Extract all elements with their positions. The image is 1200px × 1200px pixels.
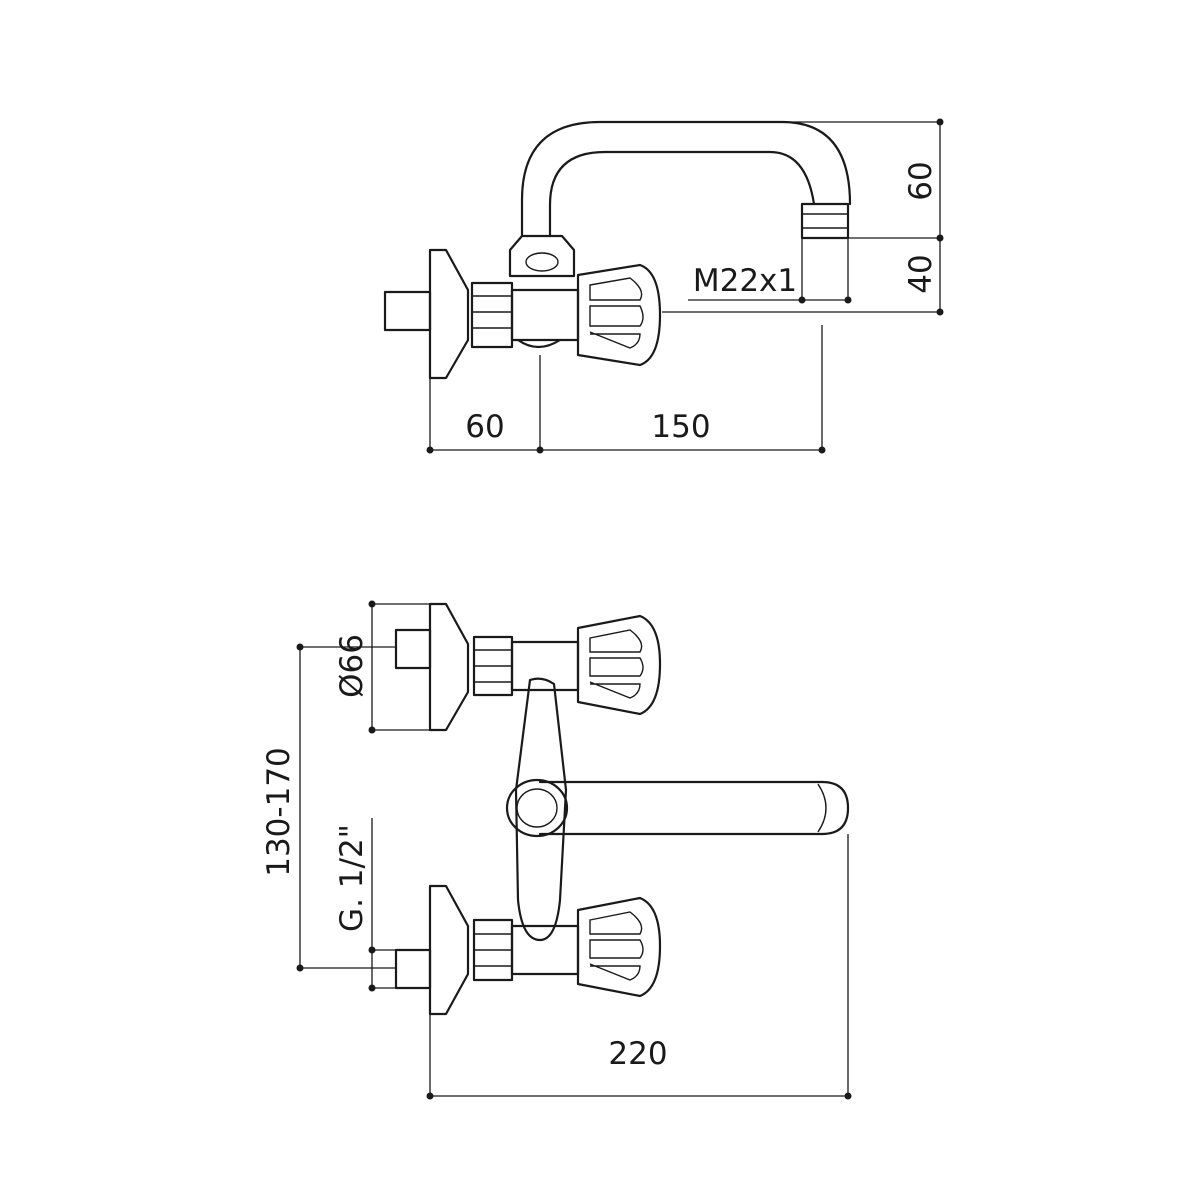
- thread-inlet-label: G. 1/2": [334, 824, 370, 932]
- dim-outlet-height: 40: [903, 254, 939, 293]
- upper-handle-knob: [576, 614, 662, 716]
- aerator-outlet: [800, 202, 850, 240]
- wall-inlet-pipe: [383, 290, 432, 332]
- lower-inlet-pipe: [394, 948, 432, 990]
- wall-rosette: [428, 248, 470, 380]
- spout-collar: [505, 778, 569, 838]
- upper-inlet-pipe: [394, 628, 432, 670]
- swan-neck-spout: [520, 120, 852, 238]
- dim-rosette-diameter: Ø66: [334, 634, 370, 698]
- handle-knob: [576, 263, 662, 367]
- dim-wall-to-body: 60: [465, 409, 504, 445]
- dim-body-to-spout: 150: [651, 409, 710, 445]
- dim-total-width: 220: [608, 1036, 667, 1072]
- lower-handle-knob: [576, 896, 662, 998]
- side-view: 60 150 60 40 M22x1: [383, 118, 944, 454]
- spout-nut: [508, 234, 576, 278]
- lower-rosette: [428, 884, 470, 1016]
- vertical-body: [514, 677, 568, 942]
- valve-body: [510, 288, 580, 342]
- upper-rosette: [428, 602, 470, 732]
- horizontal-spout: [538, 780, 850, 836]
- dim-centers: 130-170: [261, 747, 297, 877]
- dim-spout-height: 60: [903, 161, 939, 200]
- union-nut: [470, 281, 514, 349]
- front-view: Ø66 130-170 G. 1/2" 220: [261, 600, 852, 1100]
- thread-outlet-label: M22x1: [693, 263, 797, 299]
